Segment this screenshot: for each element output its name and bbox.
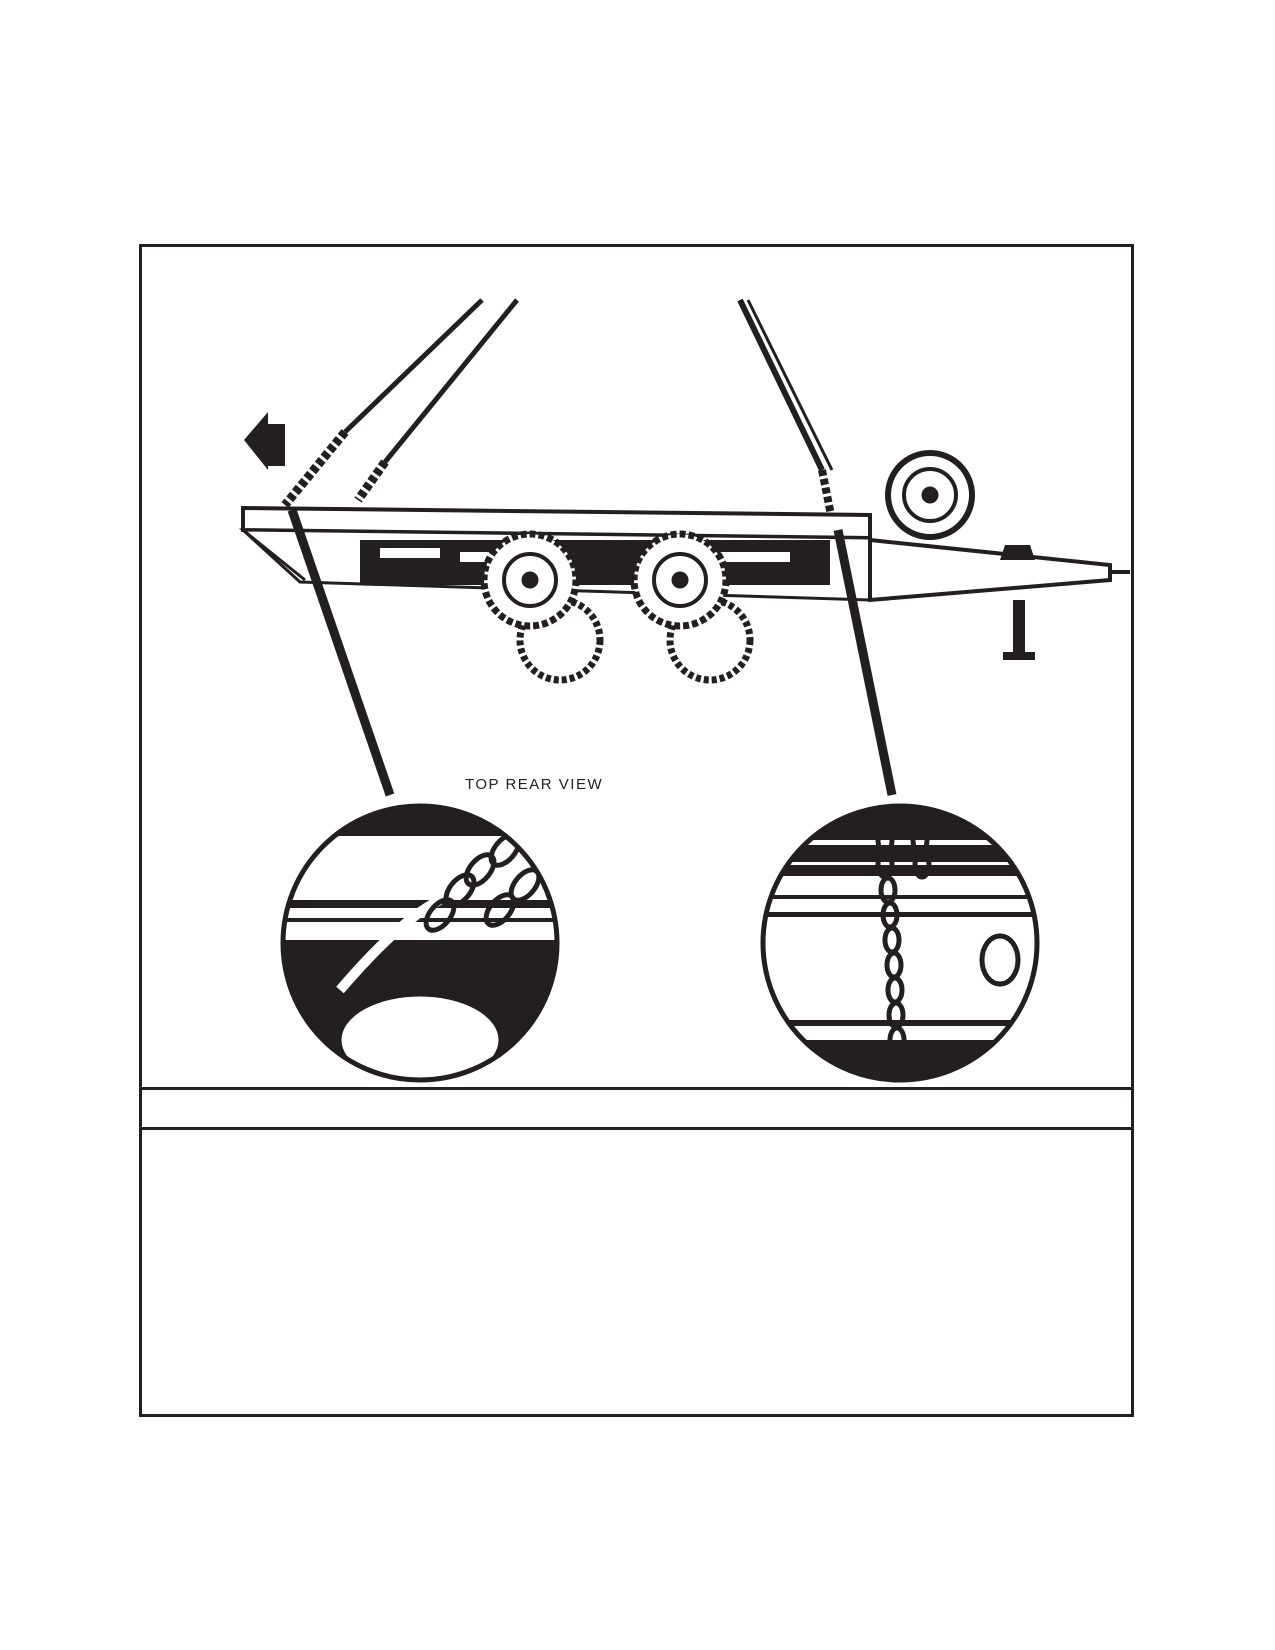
direction-arrow-icon (244, 412, 285, 470)
figure-divider-bottom (142, 1127, 1131, 1130)
callout-label: TOP REAR VIEW (465, 776, 604, 793)
figure-divider-top (142, 1087, 1131, 1090)
chain-detail-right (760, 803, 1040, 1083)
trailer-illustration (239, 450, 1130, 684)
detail-leaders (287, 508, 897, 797)
figure-frame (139, 244, 1134, 1417)
lifting-slings (281, 298, 840, 541)
chain-hook-detail-left (280, 803, 560, 1083)
